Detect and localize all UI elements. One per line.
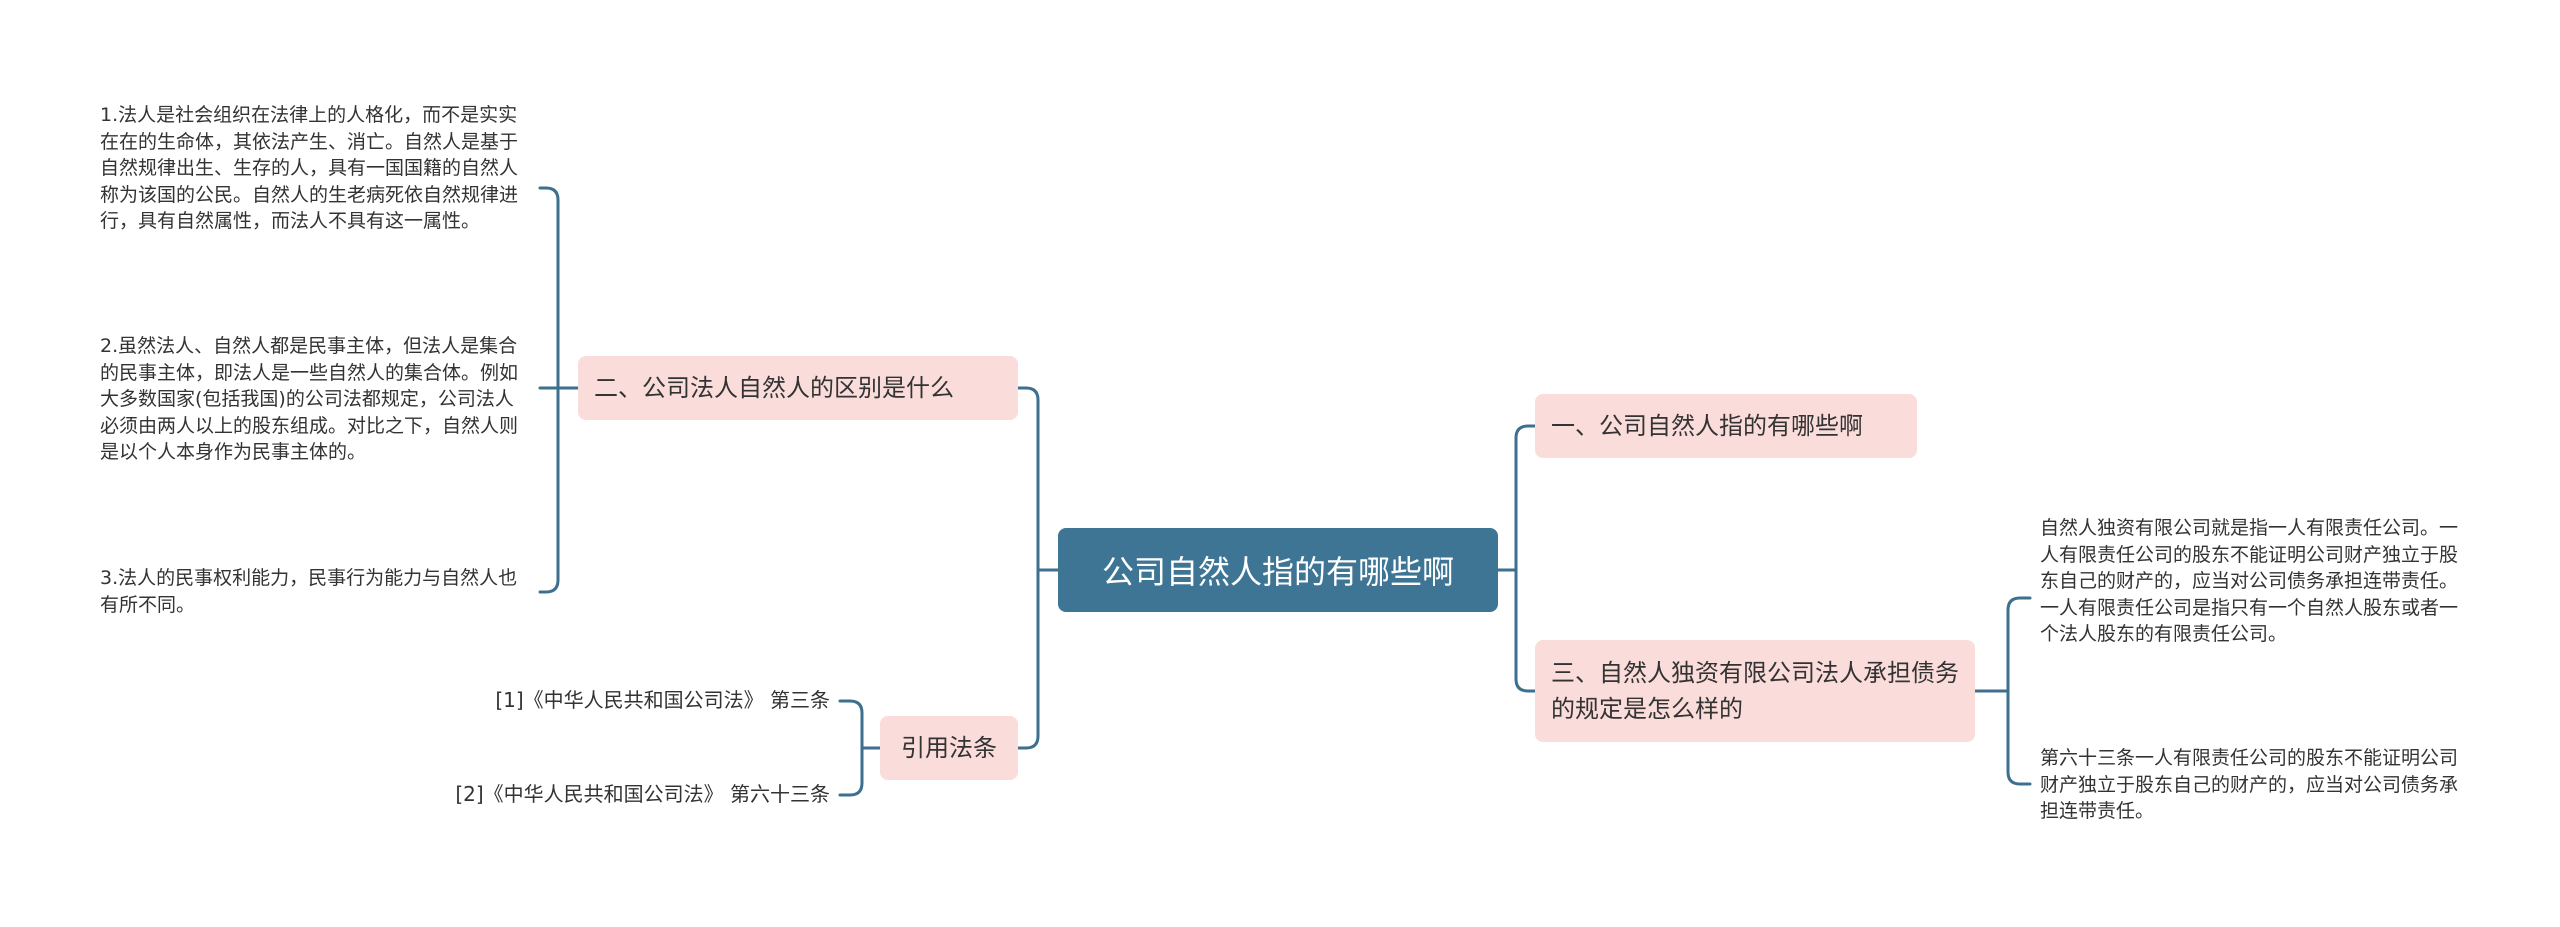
connector-cite-ref2	[838, 746, 882, 797]
topic-difference-label: 二、公司法人自然人的区别是什么	[594, 374, 954, 402]
subtopic-liability-1-text: 自然人独资有限公司就是指一人有限责任公司。一人有限责任公司的股东不能证明公司财产…	[2040, 517, 2459, 645]
subtopic-difference-3[interactable]: 3.法人的民事权利能力，民事行为能力与自然人也有所不同。	[100, 565, 532, 618]
connector-root-left-top	[1016, 386, 1060, 572]
subtopic-difference-1[interactable]: 1.法人是社会组织在法律上的人格化，而不是实实在在的生命体，其依法产生、消亡。自…	[100, 102, 532, 235]
topic-liability[interactable]: 三、自然人独资有限公司法人承担债务的规定是怎么样的	[1535, 640, 1975, 742]
root-topic-label: 公司自然人指的有哪些啊	[1101, 553, 1454, 591]
citation-item-2-text: [2]《中华人民共和国公司法》 第六十三条	[455, 782, 830, 806]
connector-liab-leaf1	[1973, 596, 2032, 693]
subtopic-difference-2[interactable]: 2.虽然法人、自然人都是民事主体，但法人是集合的民事主体，即法人是一些自然人的集…	[100, 333, 532, 466]
topic-difference[interactable]: 二、公司法人自然人的区别是什么	[578, 356, 1018, 420]
topic-liability-label: 三、自然人独资有限公司法人承担债务的规定是怎么样的	[1551, 659, 1959, 723]
connector-cite-ref1	[838, 699, 882, 750]
subtopic-liability-2-text: 第六十三条一人有限责任公司的股东不能证明公司财产独立于股东自己的财产的，应当对公…	[2040, 747, 2459, 822]
subtopic-liability-1[interactable]: 自然人独资有限公司就是指一人有限责任公司。一人有限责任公司的股东不能证明公司财产…	[2040, 515, 2470, 648]
topic-citations-label: 引用法条	[901, 734, 997, 762]
connector-root-right-bottom	[1496, 568, 1537, 693]
connector-diff-leaf3	[538, 386, 580, 594]
connector-root-left-bottom	[1016, 568, 1060, 750]
connector-root-right-top	[1496, 424, 1537, 572]
topic-meaning[interactable]: 一、公司自然人指的有哪些啊	[1535, 394, 1917, 458]
subtopic-liability-2[interactable]: 第六十三条一人有限责任公司的股东不能证明公司财产独立于股东自己的财产的，应当对公…	[2040, 745, 2470, 825]
root-topic[interactable]: 公司自然人指的有哪些啊	[1058, 528, 1498, 612]
subtopic-difference-2-text: 2.虽然法人、自然人都是民事主体，但法人是集合的民事主体，即法人是一些自然人的集…	[100, 335, 519, 463]
citation-item-2[interactable]: [2]《中华人民共和国公司法》 第六十三条	[380, 781, 830, 807]
citation-item-1[interactable]: [1]《中华人民共和国公司法》 第三条	[380, 687, 830, 713]
subtopic-difference-3-text: 3.法人的民事权利能力，民事行为能力与自然人也有所不同。	[100, 567, 518, 616]
subtopic-difference-1-text: 1.法人是社会组织在法律上的人格化，而不是实实在在的生命体，其依法产生、消亡。自…	[100, 104, 519, 232]
citation-item-1-text: [1]《中华人民共和国公司法》 第三条	[495, 688, 830, 712]
connector-liab-leaf2	[1973, 689, 2032, 786]
connector-diff-leaf1	[538, 186, 580, 390]
topic-meaning-label: 一、公司自然人指的有哪些啊	[1551, 412, 1863, 440]
topic-citations[interactable]: 引用法条	[880, 716, 1018, 780]
